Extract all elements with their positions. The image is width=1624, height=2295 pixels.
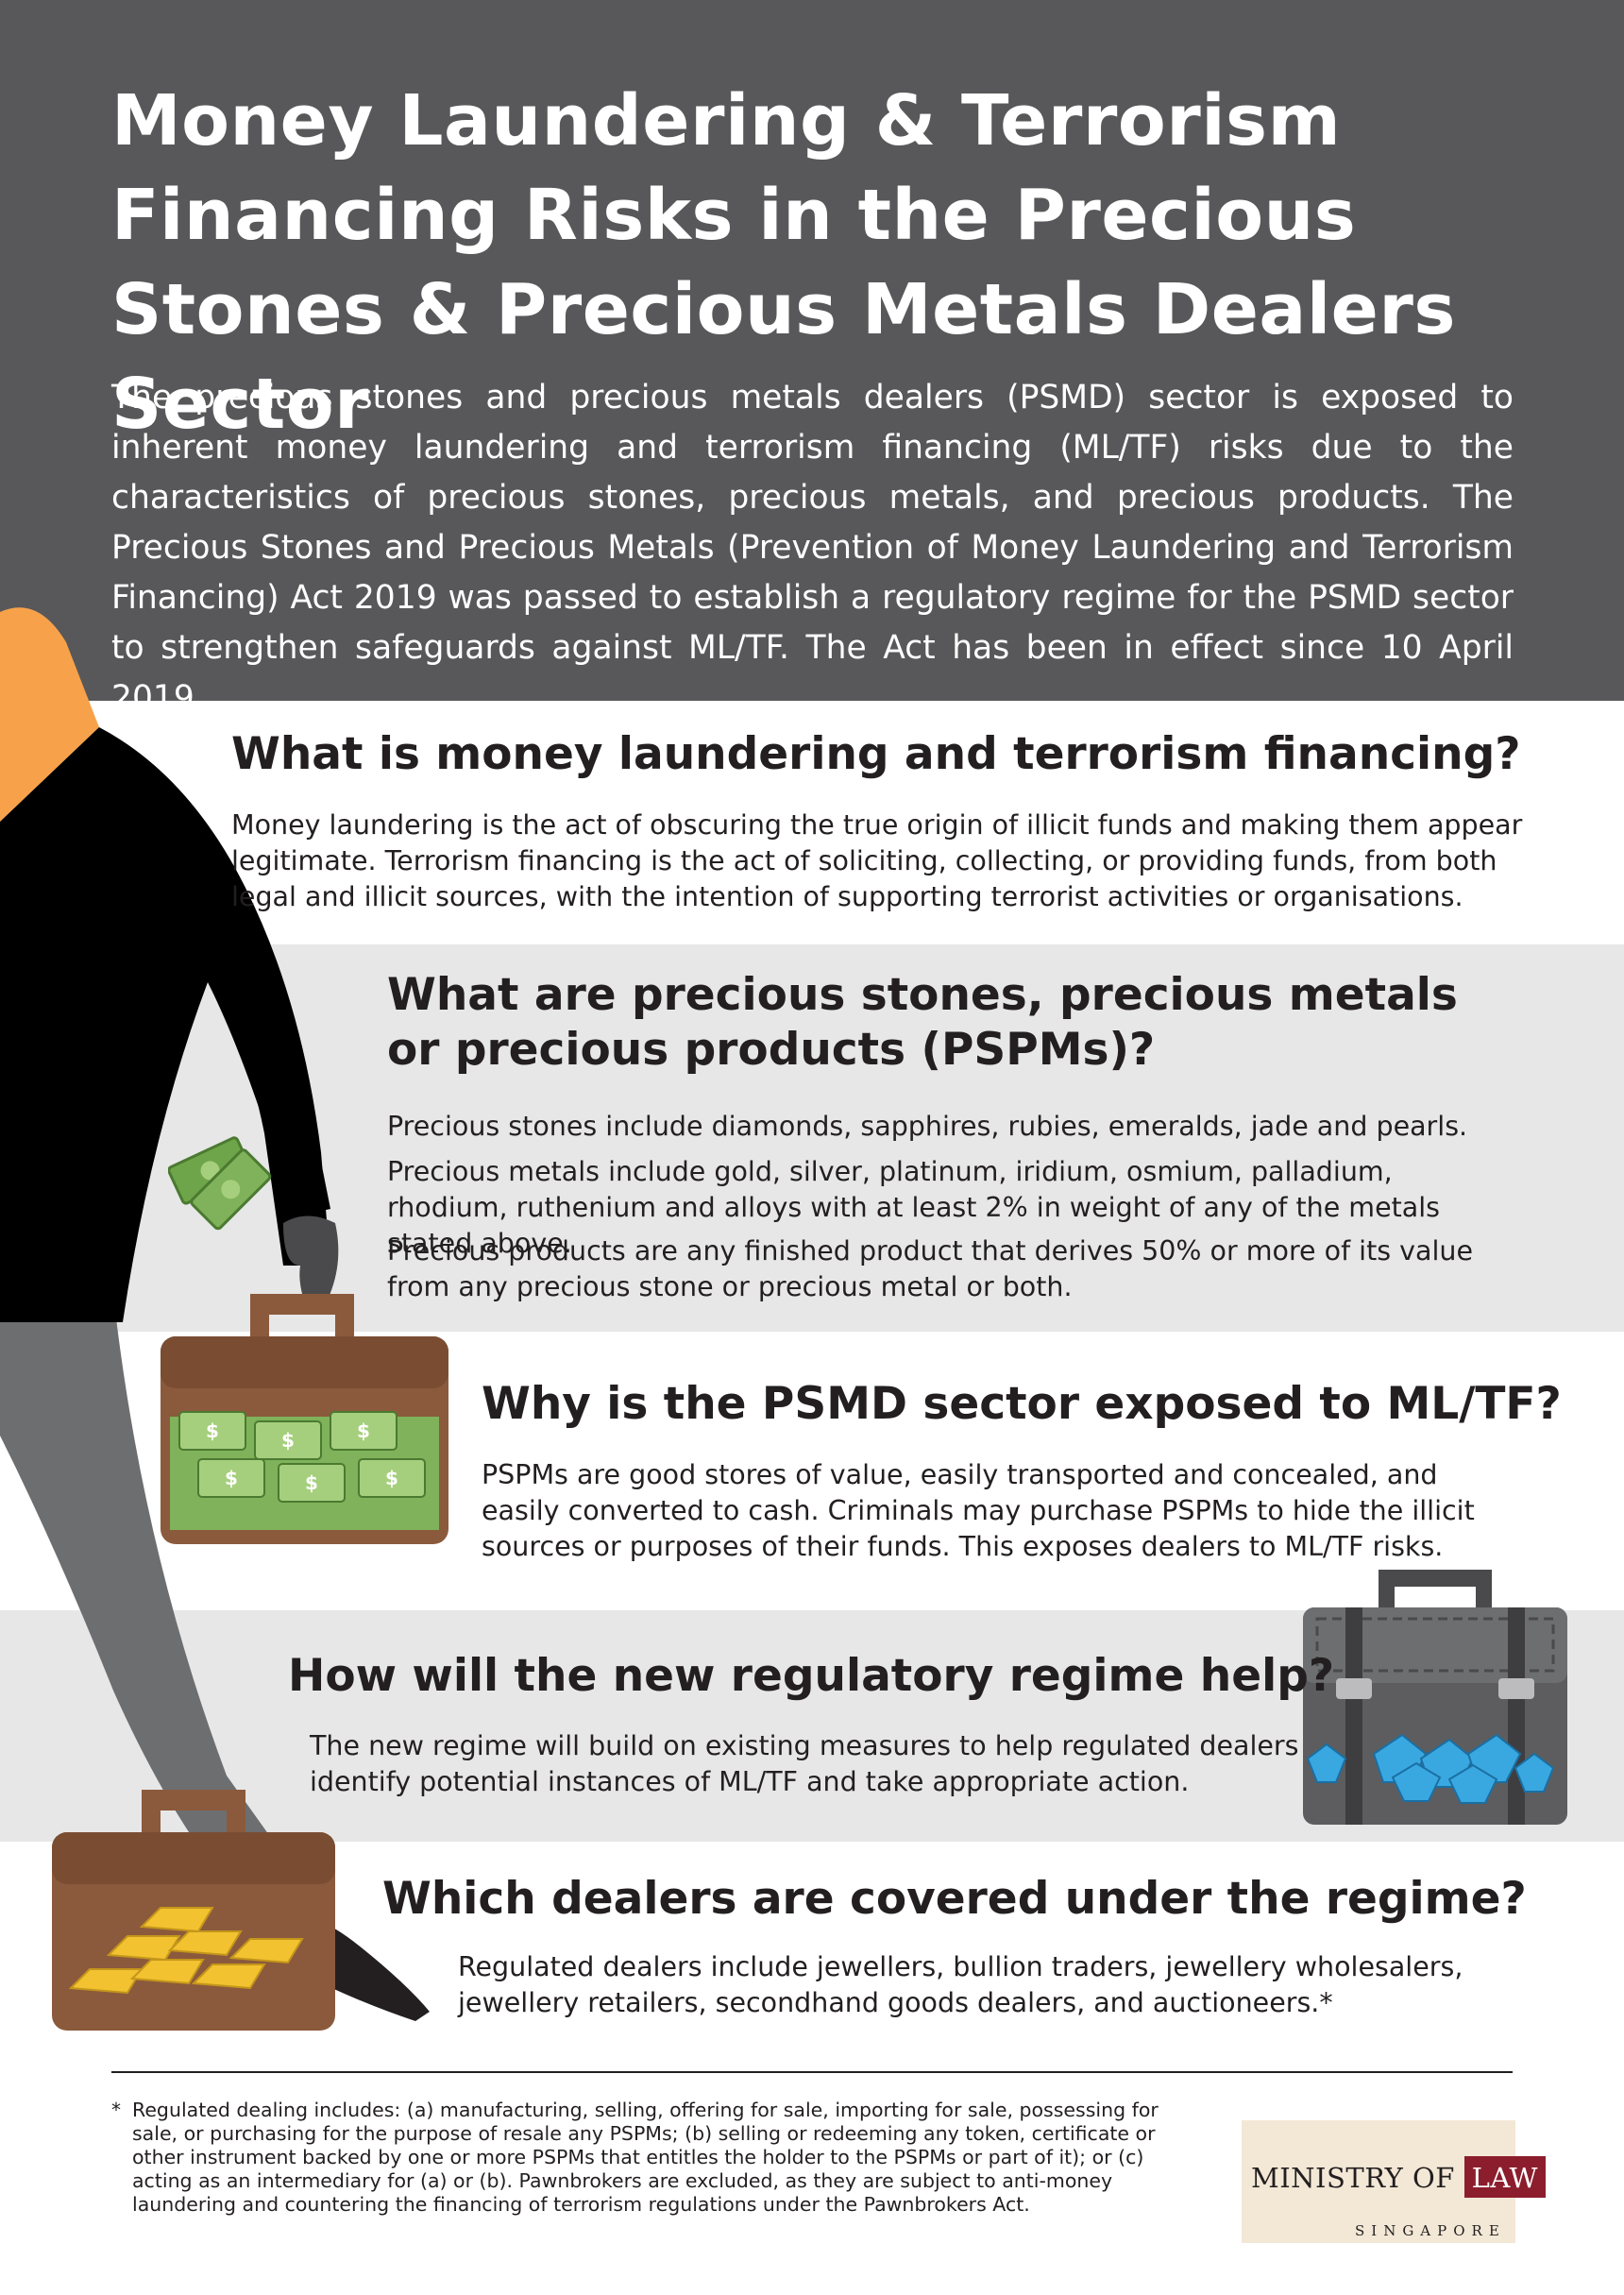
page-title: Money Laundering & Terrorism Financing R… [111,80,1456,445]
money-symbol: $ [357,1420,370,1442]
briefcase-gems-icon [1303,1570,1567,1825]
money-symbol: $ [305,1471,318,1494]
body-precious-metals: Precious metals include gold, silver, pl… [387,1156,1441,1259]
logo-law: LAW [1463,2156,1546,2198]
footnote-text: Regulated dealing includes: (a) manufact… [132,2099,1159,2216]
money-symbol: $ [281,1429,295,1452]
money-bills-icon [168,1136,272,1231]
logo-ministry-of: MINISTRY OF [1251,2162,1455,2194]
footer-divider [111,2071,1513,2073]
footnote-marker: * [111,2099,121,2121]
body-precious-stones: Precious stones include diamonds, sapphi… [387,1111,1468,1142]
heading-what-are-pspms: What are precious stones, precious metal… [387,969,1458,1076]
money-symbol: $ [225,1467,238,1489]
body-what-is-ml-tf: Money laundering is the act of obscuring… [231,809,1523,912]
logo-wordmark: MINISTRY OF LAW [1251,2156,1546,2198]
intro-paragraph: The precious stones and precious metals … [111,379,1514,717]
heading-what-is-ml-tf: What is money laundering and terrorism f… [231,728,1521,780]
heading-which-dealers: Which dealers are covered under the regi… [382,1873,1527,1925]
body-how-regime-helps: The new regime will build on existing me… [310,1730,1299,1797]
ministry-of-law-logo: MINISTRY OF LAW SINGAPORE [1242,2120,1546,2243]
money-symbol: $ [206,1420,219,1442]
logo-country: SINGAPORE [1355,2222,1506,2239]
money-symbol: $ [385,1467,398,1489]
body-which-dealers: Regulated dealers include jewellers, bul… [458,1951,1463,2018]
header-band [0,0,1624,701]
heading-why-exposed: Why is the PSMD sector exposed to ML/TF? [482,1378,1562,1430]
person-figure-icon [0,607,430,2021]
briefcase-money-icon: $ $ $ $ $ $ [161,1294,448,1544]
body-precious-products: Precious products are any finished produ… [387,1235,1474,1302]
briefcase-gold-icon [52,1790,335,2031]
heading-how-regime-helps: How will the new regulatory regime help? [288,1650,1335,1702]
body-why-exposed: PSPMs are good stores of value, easily t… [482,1459,1475,1562]
